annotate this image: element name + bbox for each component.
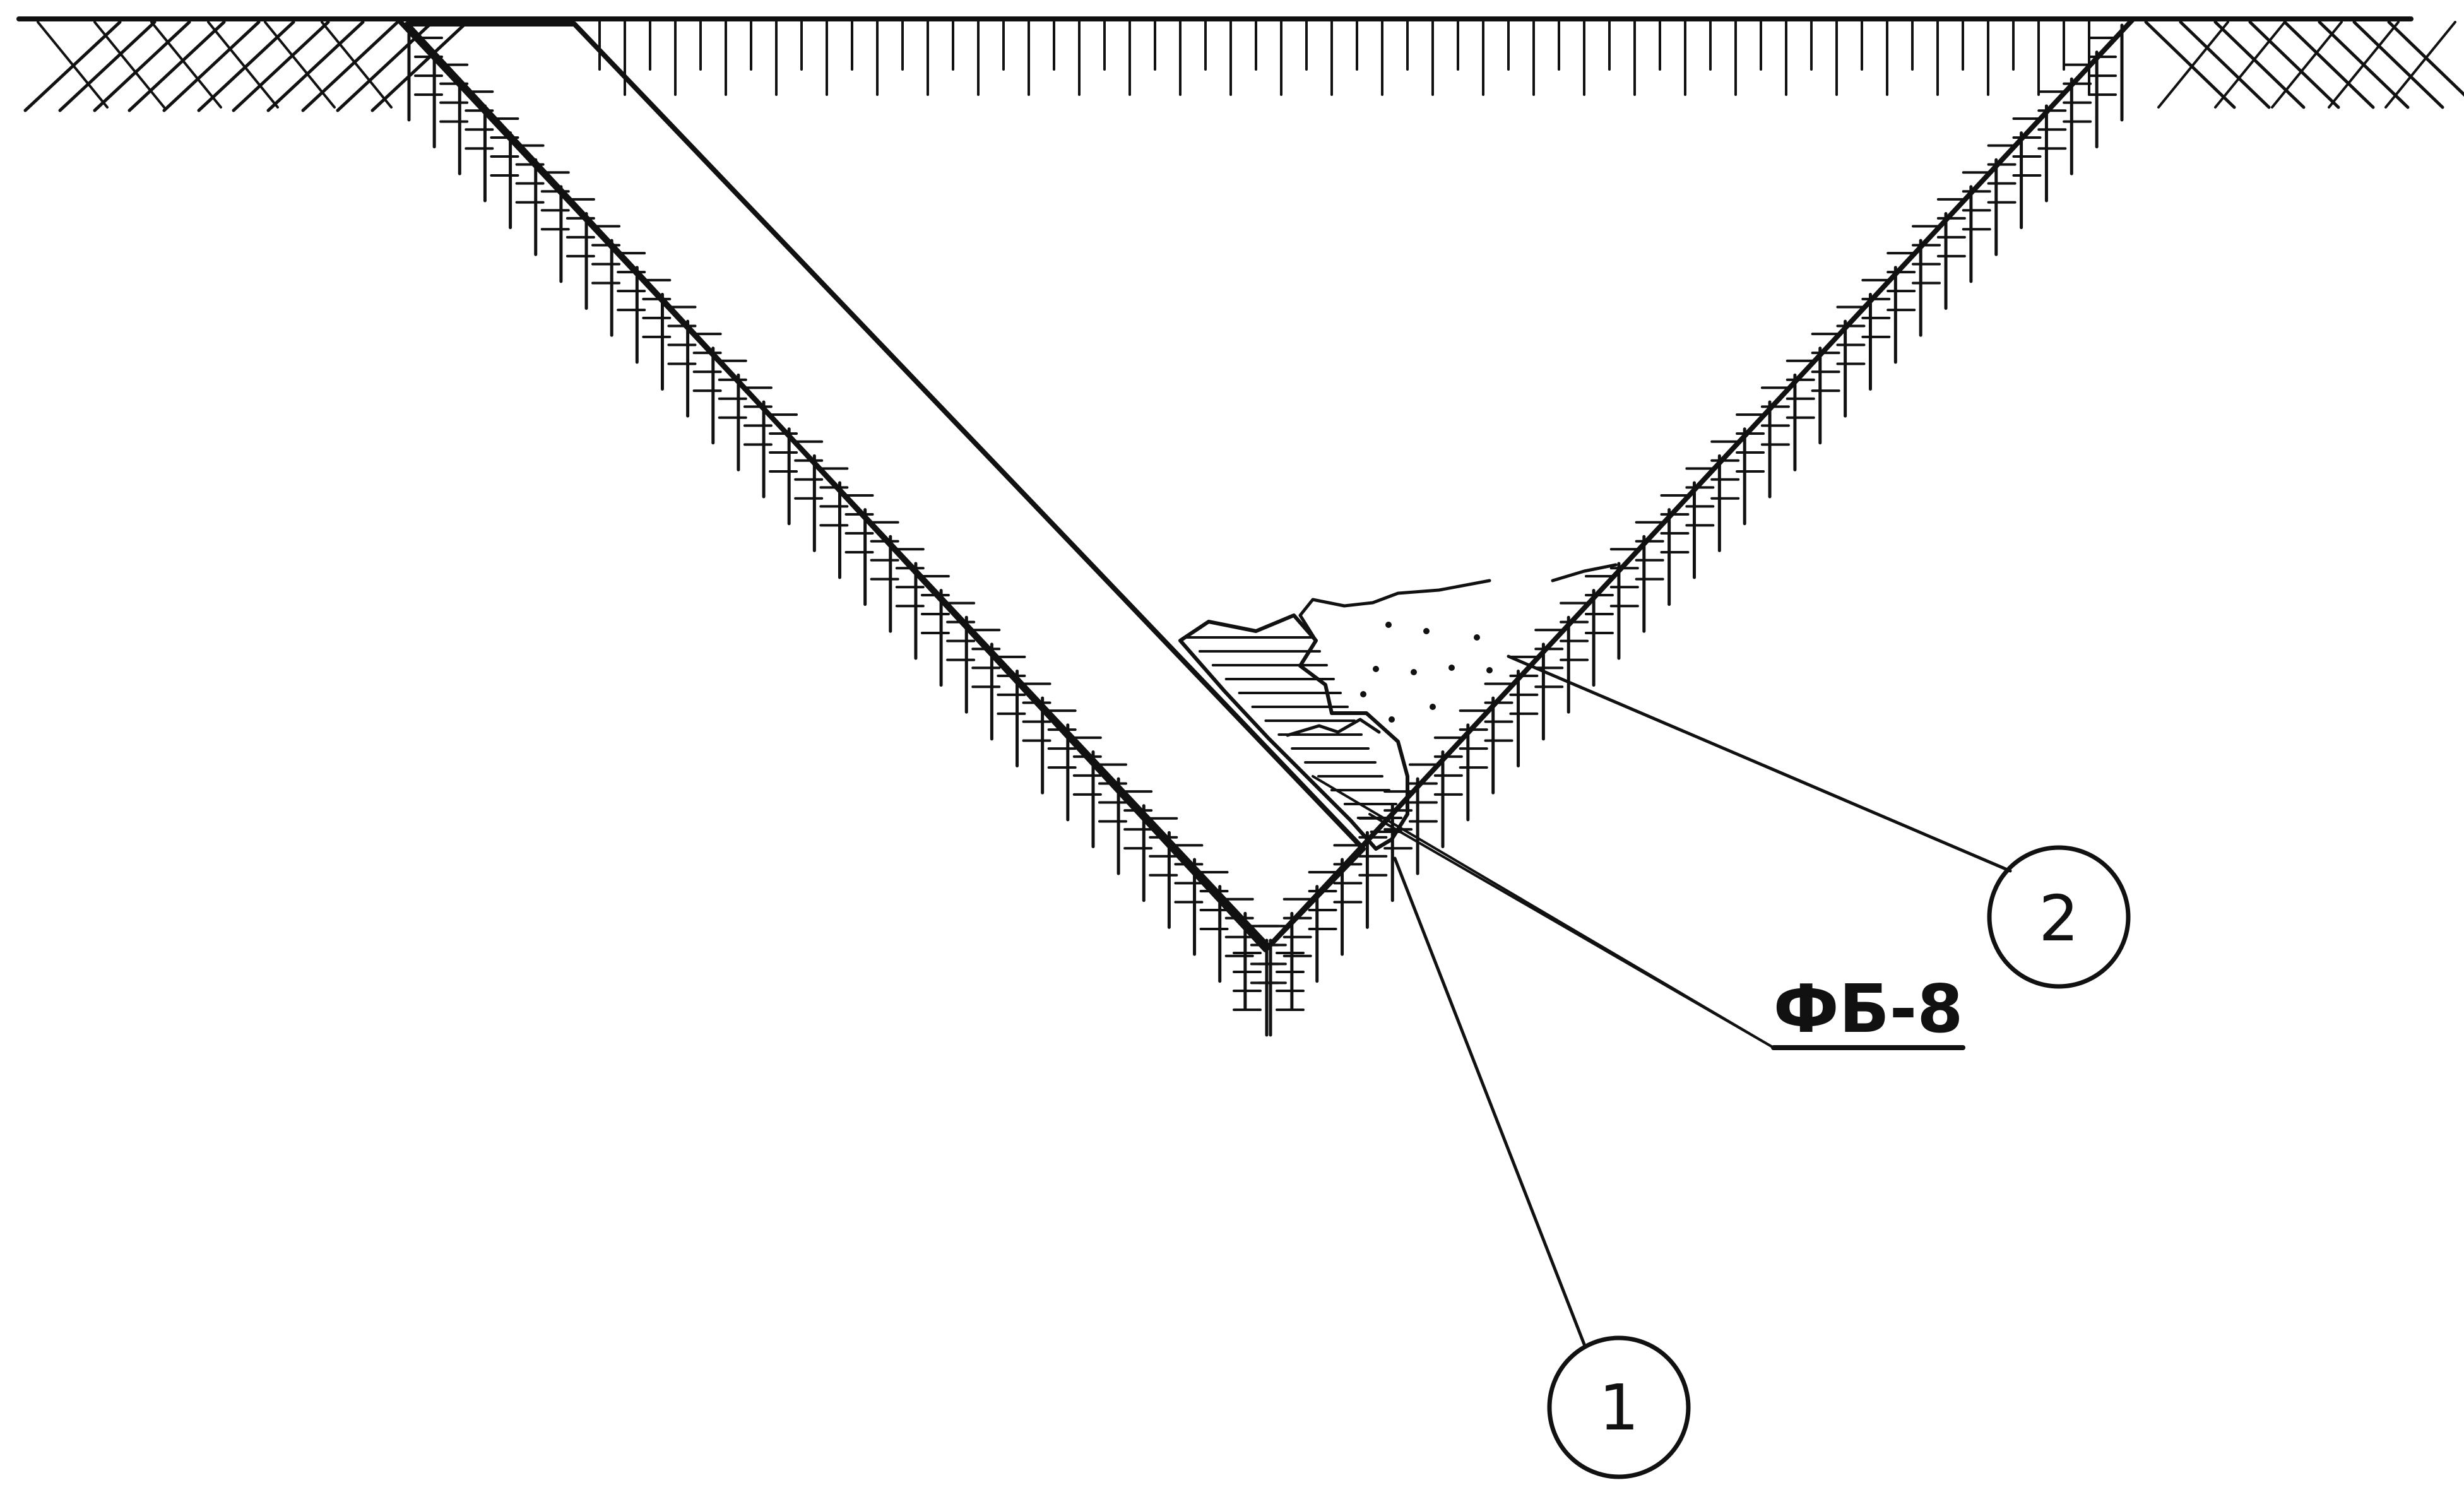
ground-hatch-stroke xyxy=(37,21,109,109)
ground-hatch-stroke xyxy=(2213,20,2306,109)
material-label: ФБ-8 xyxy=(1774,971,1964,1048)
fill-mound-outline-right xyxy=(1551,563,1618,583)
mound-dot xyxy=(1411,669,1417,675)
trench-wall-right xyxy=(1266,16,2136,949)
callout-circle-1 xyxy=(1547,1335,1691,1479)
ground-hatch-stroke xyxy=(58,20,157,112)
ground-hatch-stroke xyxy=(2271,21,2343,109)
mound-dot xyxy=(1448,665,1455,671)
ground-hatch-stroke xyxy=(301,20,400,112)
ground-hatch-stroke xyxy=(2283,20,2375,109)
ground-hatch-stroke xyxy=(2248,20,2340,109)
ground-hatch-stroke xyxy=(207,21,279,109)
ground-hatch-stroke xyxy=(2214,21,2286,109)
mound-dot xyxy=(1423,628,1430,634)
mound-dot xyxy=(1474,634,1480,641)
mound-dot xyxy=(1389,716,1395,723)
callout-label-1: 1 xyxy=(1599,1371,1639,1445)
mound-dot xyxy=(1360,691,1366,697)
ground-hatch-stroke xyxy=(2144,20,2236,109)
mound-dot xyxy=(1373,666,1379,672)
ground-hatch-right xyxy=(2144,20,2464,109)
ground-hatch-stroke xyxy=(150,21,222,109)
ground-hatch-stroke xyxy=(266,20,365,112)
ground-hatch-stroke xyxy=(2352,20,2444,109)
ground-hatch-stroke xyxy=(93,21,165,109)
mound-dot xyxy=(1430,704,1436,710)
inclined-beam xyxy=(405,21,1366,952)
ground-hatch-stroke xyxy=(2179,20,2271,109)
ground-hatch-stroke xyxy=(2328,21,2400,109)
ground-hatch-left xyxy=(23,20,469,112)
ground-hatch-stroke xyxy=(370,20,469,112)
callout-label-2: 2 xyxy=(2039,882,2079,955)
ground-hatch-stroke xyxy=(93,20,191,112)
mound-dot xyxy=(1486,667,1493,673)
ground-hatch-stroke xyxy=(2387,20,2464,97)
leader-line-2 xyxy=(1507,654,2012,873)
ground-hatch-stroke xyxy=(2384,21,2456,109)
fill-surface-ticks xyxy=(598,18,2090,96)
callout-circle-2 xyxy=(1987,845,2131,989)
rubble-hatch xyxy=(1185,636,1402,833)
ground-hatch-stroke xyxy=(321,21,393,109)
wall-soil-hatch-right xyxy=(1233,23,2124,1037)
ground-hatch-stroke xyxy=(264,21,336,109)
ground-hatch-stroke xyxy=(2157,21,2229,109)
rubble-block xyxy=(1178,613,1409,851)
rubble-crack-line xyxy=(1286,718,1381,737)
ground-hatch-stroke xyxy=(232,20,330,112)
leader-line-1 xyxy=(1393,856,1586,1346)
fill-mound-dots xyxy=(1360,622,1493,723)
ground-hatch-stroke xyxy=(162,20,261,112)
fill-mound-outline xyxy=(1298,579,1491,642)
leader-line-material-b xyxy=(1368,813,1775,1049)
ground-hatch-stroke xyxy=(127,20,226,112)
mound-dot xyxy=(1385,622,1392,628)
